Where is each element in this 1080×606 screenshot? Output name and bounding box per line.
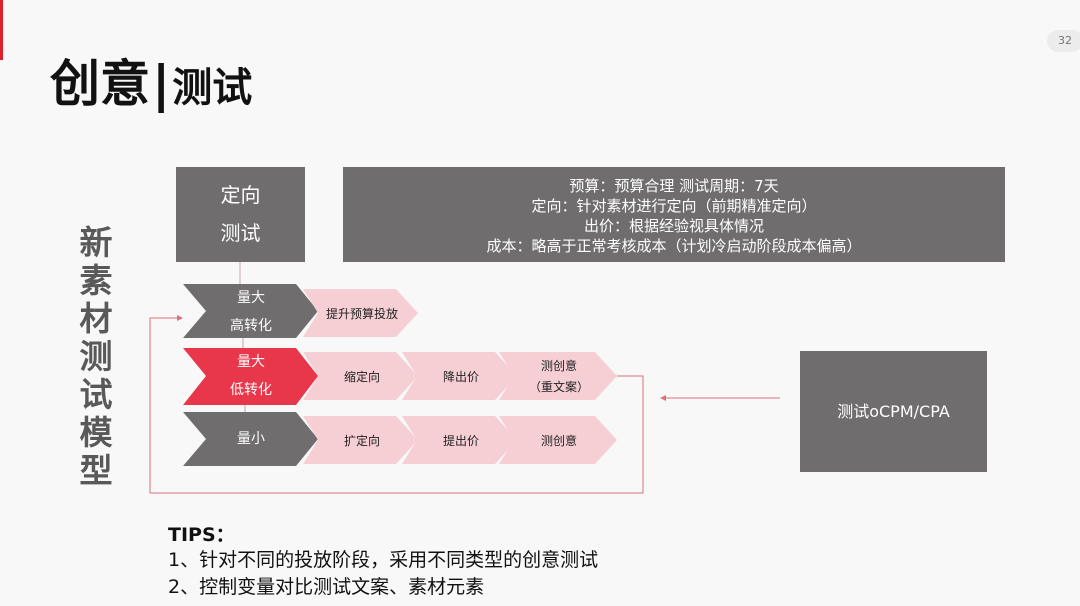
side-char: 测 xyxy=(79,337,113,376)
ocpm-test-box: 测试oCPM/CPA xyxy=(800,351,987,472)
head-line: 量大 xyxy=(237,290,265,306)
accent-bar xyxy=(0,0,3,60)
info-line: 成本：略高于正常考核成本（计划冷启动阶段成本偏高） xyxy=(486,237,862,255)
step-label: 提出价 xyxy=(442,434,479,448)
row3-head-label: 量小 xyxy=(237,431,265,447)
targeting-line: 测试 xyxy=(220,221,261,245)
info-line: 定向：针对素材进行定向（前期精准定向） xyxy=(531,197,817,215)
tips-item: 1、针对不同的投放阶段，采用不同类型的创意测试 xyxy=(168,549,599,571)
title-separator: | xyxy=(152,55,171,113)
side-char: 模 xyxy=(79,413,113,452)
chevron-step xyxy=(499,416,617,464)
side-char: 新 xyxy=(79,223,113,262)
page-number: 32 xyxy=(1047,30,1080,52)
tips-item: 2、控制变量对比测试文案、素材元素 xyxy=(168,576,485,598)
side-char: 型 xyxy=(79,451,113,490)
head-line: 高转化 xyxy=(230,318,272,334)
chevron-step xyxy=(402,352,517,400)
step-label: 测创意 xyxy=(540,434,577,448)
chevron-step xyxy=(499,352,617,400)
page-title: 创意|测试 xyxy=(50,44,252,116)
side-char: 试 xyxy=(79,375,113,414)
chevron-step xyxy=(303,416,418,464)
targeting-test-box: 定向 测试 xyxy=(176,167,305,262)
arrow-head-icon xyxy=(177,315,183,321)
chevron-head-row1 xyxy=(183,284,318,338)
step-label: 缩定向 xyxy=(343,370,380,384)
step-label: 降出价 xyxy=(442,370,479,384)
row1-head-label: 量大 高转化 xyxy=(215,284,287,340)
chevron-head-row3 xyxy=(183,412,318,466)
chevron-step xyxy=(303,352,418,400)
title-part2: 测试 xyxy=(172,65,253,111)
side-label: 新 素 材 测 试 模 型 xyxy=(78,224,114,490)
row2-head-label: 量大 低转化 xyxy=(215,348,287,404)
info-line: 出价：根据经验视具体情况 xyxy=(583,217,764,235)
step-label: 提升预算投放 xyxy=(325,307,398,321)
targeting-line: 定向 xyxy=(220,183,261,207)
title-part1: 创意 xyxy=(50,55,150,113)
info-box: 预算：预算合理 测试周期：7天 定向：针对素材进行定向（前期精准定向） 出价：根… xyxy=(343,167,1005,262)
step-label: 测创意 （重文案） xyxy=(514,356,604,398)
arrow-head-icon xyxy=(660,395,666,401)
step-label: 扩定向 xyxy=(343,434,380,448)
step-line: 测创意 xyxy=(540,359,577,373)
side-char: 素 xyxy=(79,261,113,300)
head-line: 量大 xyxy=(237,354,265,370)
chevron-step xyxy=(303,289,418,337)
head-line: 低转化 xyxy=(230,382,272,398)
chevron-head-row2 xyxy=(183,348,318,405)
feedback-loop-line xyxy=(149,317,644,494)
tips-section: TIPS： 1、针对不同的投放阶段，采用不同类型的创意测试 2、控制变量对比测试… xyxy=(168,520,598,601)
step-line: （重文案） xyxy=(528,380,589,394)
side-char: 材 xyxy=(79,299,113,338)
tips-heading: TIPS： xyxy=(168,524,235,546)
chevron-step xyxy=(402,416,517,464)
info-line: 预算：预算合理 测试周期：7天 xyxy=(569,177,779,195)
